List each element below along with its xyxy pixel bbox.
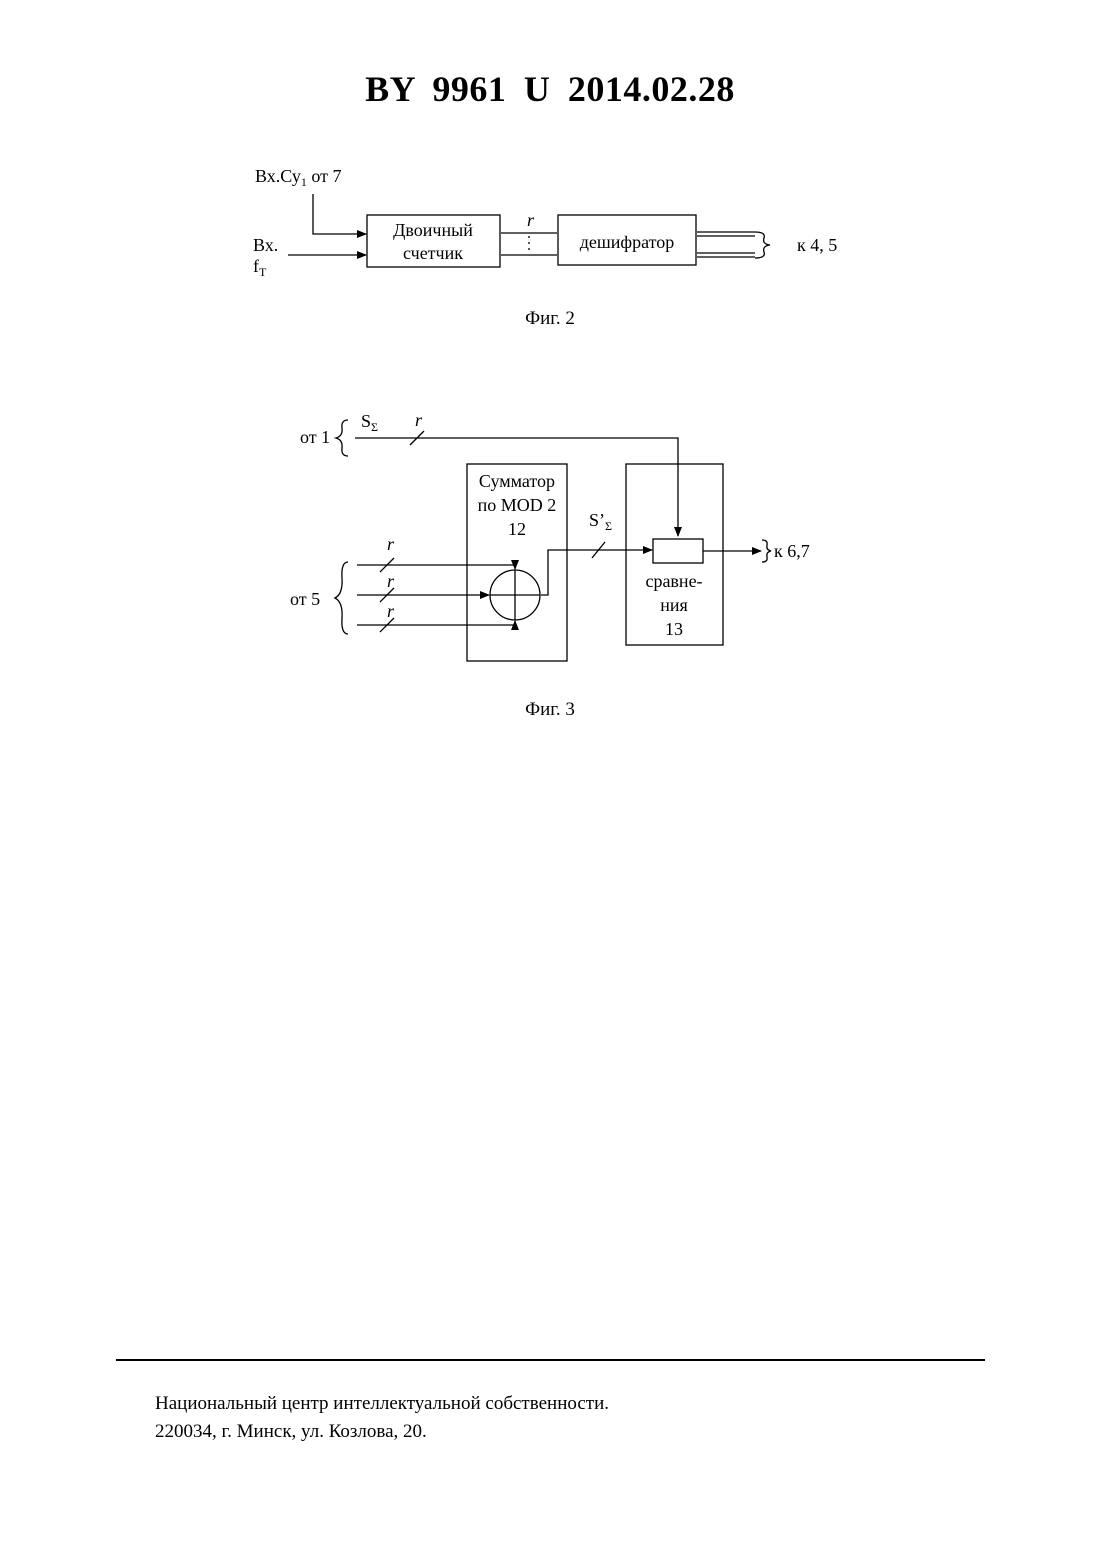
footer-divider	[116, 1359, 985, 1361]
fig3-input-line-1	[357, 565, 515, 569]
fig3-adder-label-1: Сумматор	[479, 471, 555, 491]
fig2-counter-label-2: счетчик	[403, 243, 463, 263]
fig2-input-su-label: Вх.Су1 от 7	[255, 166, 341, 189]
fig3-top-bus-width-label: r	[415, 410, 423, 430]
footer-line-2: 220034, г. Минск, ул. Козлова, 20.	[155, 1418, 609, 1446]
fig3-s-sigma-label: SΣ	[361, 411, 378, 434]
fig3-from-5-brace	[335, 562, 348, 634]
fig3-from-1-brace	[336, 420, 348, 456]
fig3-output-brace	[762, 540, 771, 562]
fig3-input-line-3	[357, 621, 515, 625]
footer: Национальный центр интеллектуальной собс…	[155, 1390, 609, 1446]
fig3-s-prime-line	[541, 550, 652, 595]
fig3-compare-number: 13	[665, 619, 683, 639]
fig2-decoder-label: дешифратор	[580, 232, 674, 252]
fig3-compare-element	[653, 539, 703, 563]
fig3-s-prime-label: S’Σ	[589, 510, 612, 533]
fig3-compare-box	[626, 464, 723, 645]
fig2-counter-label-1: Двоичный	[393, 220, 473, 240]
fig3-adder-box	[467, 464, 567, 661]
fig3-from-1-label: от 1	[300, 427, 330, 447]
fig2-su-input-line	[313, 194, 366, 234]
figure-3-diagram: от 1 SΣ r Сумматор по MOD 2 12 r r r от …	[290, 410, 810, 661]
footer-line-1: Национальный центр интеллектуальной собс…	[155, 1390, 609, 1418]
fig2-caption: Фиг. 2	[450, 308, 650, 330]
fig3-output-label: к 6,7	[774, 541, 810, 561]
figure-2-diagram: Вх.Су1 от 7 Вх. fТ Двоичный счетчик r де…	[253, 166, 837, 279]
fig3-from-5-label: от 5	[290, 589, 320, 609]
fig2-clock-input-label: Вх.	[253, 235, 278, 255]
fig2-output-label: к 4, 5	[797, 235, 837, 255]
fig3-adder-number: 12	[508, 519, 526, 539]
fig2-output-brace	[755, 232, 770, 258]
fig3-compare-label-2: ния	[660, 595, 688, 615]
fig3-caption: Фиг. 3	[450, 699, 650, 721]
fig2-bus-width-label: r	[527, 210, 535, 230]
fig3-compare-label-1: сравне-	[645, 571, 702, 591]
fig3-input-1-width-label: r	[387, 534, 395, 554]
fig2-clock-freq-label: fТ	[253, 256, 267, 279]
fig3-adder-label-2: по MOD 2	[478, 495, 557, 515]
